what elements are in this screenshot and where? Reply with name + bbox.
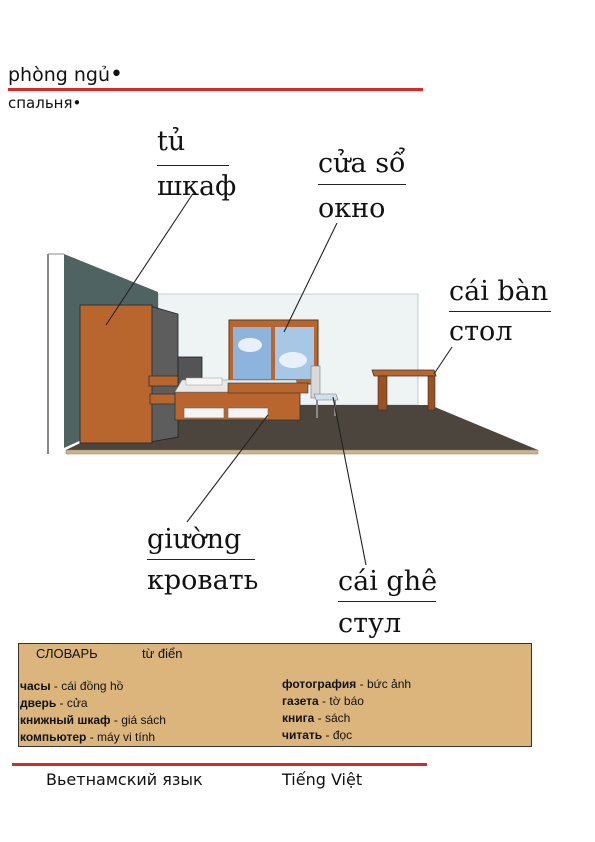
vocab-word-ru: часы [20, 679, 51, 693]
vocab-sep: - [86, 730, 98, 744]
vocab-word-ru: фотография [282, 677, 357, 691]
label-window-ru: окно [318, 193, 386, 224]
label-bed-underline [147, 559, 255, 560]
footer-language-vi: Tiếng Việt [282, 770, 363, 789]
vocab-word-vi: sách [324, 711, 351, 725]
vocab-sep: - [314, 711, 325, 725]
label-bed-vi: giường [147, 524, 242, 555]
vocab-sep: - [322, 728, 333, 742]
label-wardrobe-ru: шкаф [157, 171, 237, 202]
title-ru-text: спальня [8, 94, 73, 112]
page-title-vi: phòng ngủ• [8, 62, 123, 87]
wardrobe-side [149, 305, 179, 443]
vocab-sep: - [50, 679, 62, 693]
vocabulary-box: СЛОВАРЬ từ điển часы - cái đồng hồ дверь… [18, 643, 532, 747]
leader-wardrobe [105, 194, 193, 326]
vocab-entry: компьютер - máy vi tính [20, 730, 155, 744]
table-top [371, 369, 437, 377]
wardrobe-front [79, 304, 153, 444]
page-title-ru: спальня• [8, 94, 81, 112]
table-leg [427, 375, 436, 411]
title-vi-text: phòng ngủ [8, 64, 111, 86]
vocab-sep: - [356, 677, 367, 691]
vocab-sep: - [110, 713, 122, 727]
footer-divider [12, 763, 427, 766]
label-window-vi: cửa sổ [318, 148, 406, 179]
vocab-word-ru: дверь [20, 696, 57, 710]
cloud [279, 352, 307, 368]
vocab-entry: книга - sách [282, 711, 350, 725]
vocab-word-ru: компьютер [20, 730, 87, 744]
vocab-word-ru: газета [282, 694, 319, 708]
label-table-underline [449, 311, 551, 312]
vocab-word-vi: cửa [66, 696, 88, 710]
vocab-word-vi: đọc [332, 728, 353, 742]
vocab-word-ru: книга [282, 711, 315, 725]
leader-window [283, 222, 338, 333]
vocab-entry: читать - đọc [282, 728, 352, 742]
leader-table [433, 346, 453, 375]
bed-drawer [227, 407, 269, 419]
label-window-underline [318, 184, 406, 185]
vocab-word-vi: cái đồng hồ [61, 679, 124, 693]
vocab-word-vi: giá sách [121, 713, 166, 727]
label-wardrobe-vi: tủ [157, 126, 186, 157]
label-wardrobe-underline [157, 165, 229, 166]
pillow [185, 377, 223, 386]
vocab-word-ru: читать [282, 728, 323, 742]
vocab-word-ru: книжный шкаф [20, 713, 111, 727]
vocab-entry: книжный шкаф - giá sách [20, 713, 166, 727]
floor-edge [65, 449, 539, 455]
vocab-word-vi: bức ảnh [366, 677, 412, 691]
vocab-title-vi: từ điển [142, 646, 183, 661]
vocab-title-ru: СЛОВАРЬ [36, 646, 98, 661]
label-table-ru: стол [449, 316, 513, 347]
footer-language-ru: Вьетнамский язык [46, 770, 203, 789]
vocab-entry: газета - tờ báo [282, 694, 364, 708]
label-bed-ru: кровать [147, 565, 259, 596]
window-pane-left [233, 327, 271, 379]
leader-bed [186, 414, 269, 523]
chair-back [310, 365, 321, 399]
vocab-sep: - [318, 694, 330, 708]
bed-headboard [227, 382, 309, 394]
vocab-entry: фотография - bức ảnh [282, 677, 411, 691]
vocab-entry: дверь - cửa [20, 696, 88, 710]
vocab-word-vi: tờ báo [329, 694, 364, 708]
vocab-word-vi: máy vi tính [97, 730, 156, 744]
cloud [238, 338, 262, 352]
bed-drawer [183, 407, 225, 419]
label-chair-underline [338, 601, 436, 602]
bullet: • [110, 62, 123, 87]
vocab-sep: - [56, 696, 67, 710]
bullet: • [72, 94, 82, 112]
label-chair-ru: стул [338, 608, 402, 639]
label-chair-vi: cái ghê [338, 566, 438, 597]
leader-chair [332, 396, 367, 566]
table-leg [377, 375, 388, 411]
vocab-entry: часы - cái đồng hồ [20, 679, 123, 693]
header-divider [8, 88, 423, 91]
chair-seat [313, 393, 339, 401]
label-table-vi: cái bàn [449, 276, 549, 307]
